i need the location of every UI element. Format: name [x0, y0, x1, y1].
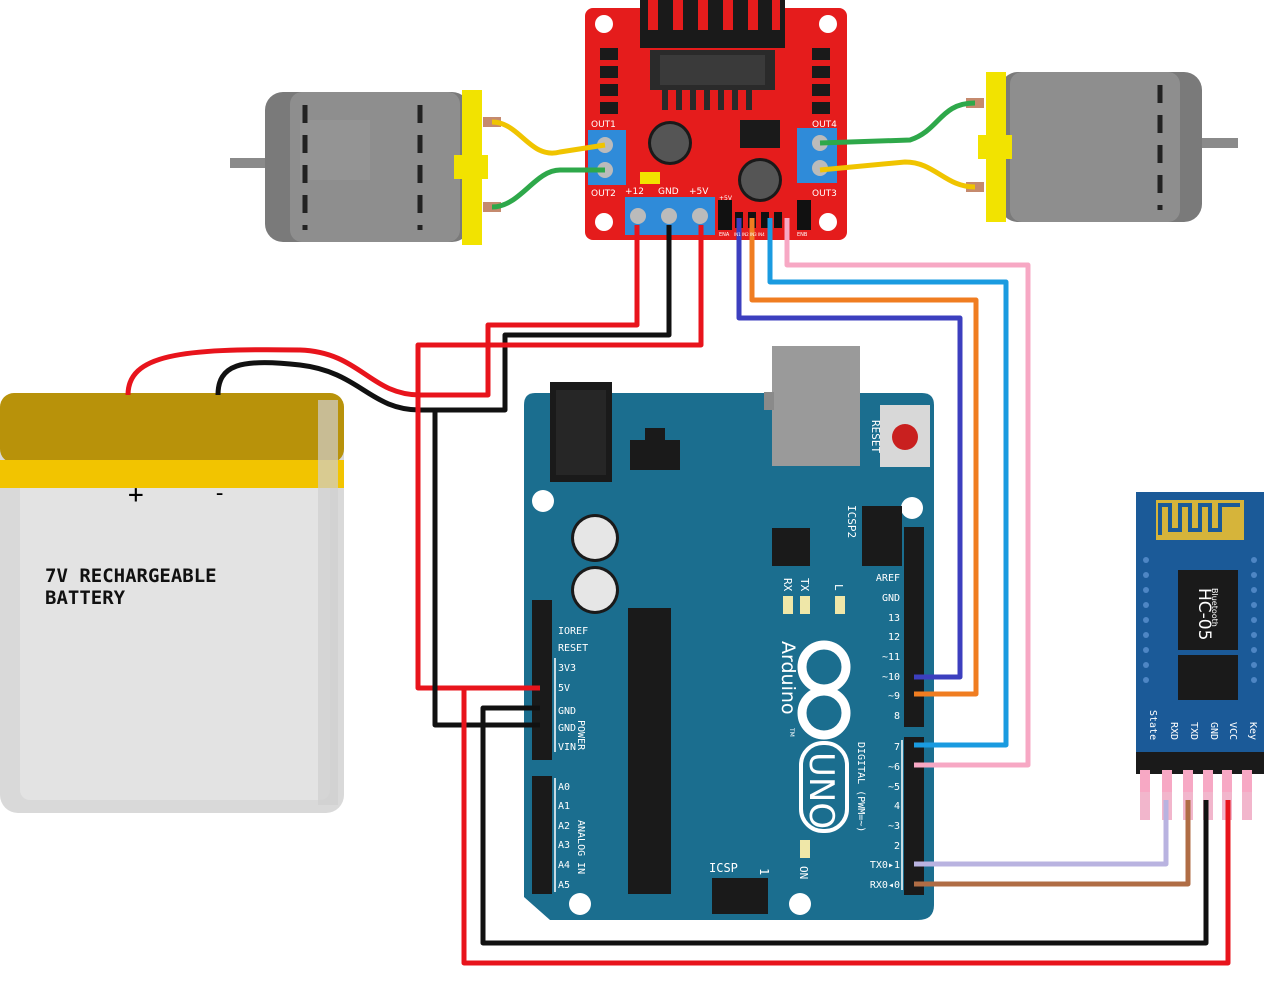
driver-enb-label: ENB [797, 232, 808, 238]
driver-out3-label: OUT3 [812, 189, 837, 199]
pin-label-a4: A4 [558, 860, 570, 871]
arduino-digital-label: DIGITAL (PWM=~) [855, 742, 866, 832]
pin-label-vin: VIN [558, 742, 576, 753]
driver-out4-label: OUT4 [812, 120, 837, 130]
bluetooth-module [1136, 492, 1264, 820]
driver-jumper-5v-label: +5V [719, 195, 733, 202]
arduino-brand-label: Arduino [777, 641, 799, 715]
driver-out1-label: OUT1 [591, 120, 616, 130]
pin-label-6: ~6 [888, 762, 900, 773]
motor-driver [585, 0, 847, 240]
pin-label-aref: AREF [876, 573, 900, 584]
pin-label-2: 2 [894, 841, 900, 852]
pin-label-reset: RESET [558, 643, 588, 654]
pin-label-5v: 5V [558, 683, 570, 694]
right-motor [966, 72, 1238, 222]
pin-label-10: ~10 [882, 672, 900, 683]
arduino-power-label: POWER [575, 720, 586, 751]
driver-gnd-label: GND [658, 187, 679, 197]
pin-label-gnd-1: GND [558, 706, 576, 717]
battery [0, 393, 344, 813]
bluetooth-name-label: HC-05 [1194, 588, 1214, 640]
arduino-uno [524, 346, 934, 920]
bt-pin-state: State [1147, 710, 1158, 740]
pin-label-ioref: IOREF [558, 626, 588, 637]
bt-pin-key: Key [1247, 722, 1258, 740]
arduino-icsp2-label: ICSP2 [845, 505, 858, 538]
arduino-analog-label: ANALOG IN [575, 820, 586, 874]
pin-label-rx0: RX0◂0 [870, 880, 900, 891]
bt-pin-txd: TXD [1188, 722, 1199, 740]
battery-plus-label: + [128, 480, 144, 510]
pin-label-5: ~5 [888, 782, 900, 793]
battery-label-line1: 7V RECHARGEABLE [45, 565, 217, 587]
pin-label-8: 8 [894, 711, 900, 722]
pin-label-a0: A0 [558, 782, 570, 793]
pin-label-11: ~11 [882, 652, 900, 663]
pin-label-a3: A3 [558, 840, 570, 851]
arduino-rx-label: RX [781, 578, 794, 592]
pin-label-4: 4 [894, 801, 900, 812]
arduino-reset-label: RESET [869, 420, 882, 453]
left-motor [230, 90, 501, 245]
battery-minus-label: - [213, 481, 226, 506]
driver-out2-label: OUT2 [591, 189, 616, 199]
arduino-on-label: ON [797, 866, 810, 879]
arduino-icsp-pin1-label: 1 [757, 868, 771, 875]
battery-label-line2: BATTERY [45, 587, 126, 609]
driver-ena-label: ENA [719, 232, 730, 238]
pin-label-a2: A2 [558, 821, 570, 832]
pin-label-gnd-d: GND [882, 593, 900, 604]
arduino-tm-label: TM [788, 727, 795, 737]
pin-label-12: 12 [888, 632, 900, 643]
bt-pin-rxd: RXD [1168, 722, 1179, 740]
arduino-tx-label: TX [798, 578, 811, 592]
pin-label-3: ~3 [888, 821, 900, 832]
arduino-model-label: UNO [801, 752, 841, 829]
driver-plus12-label: +12 [625, 187, 644, 197]
pin-label-a1: A1 [558, 801, 570, 812]
pin-label-9: ~9 [888, 691, 900, 702]
pin-label-tx1: TX0▸1 [870, 860, 900, 871]
arduino-l-label: L [832, 584, 845, 591]
pin-label-13: 13 [888, 613, 900, 624]
arduino-icsp-label: ICSP [709, 861, 738, 875]
bt-pin-vcc: VCC [1227, 722, 1238, 740]
pin-label-gnd-2: GND [558, 723, 576, 734]
pin-label-7: 7 [894, 742, 900, 753]
pin-label-a5: A5 [558, 880, 570, 891]
pin-label-3v3: 3V3 [558, 663, 576, 674]
wires [125, 100, 1231, 966]
bt-pin-gnd: GND [1208, 722, 1219, 740]
driver-plus5-label: +5V [689, 187, 709, 197]
driver-in-labels: IN1 IN2 IN3 IN4 [734, 232, 765, 237]
bluetooth-sub-label: Bluetooth [1210, 588, 1219, 627]
